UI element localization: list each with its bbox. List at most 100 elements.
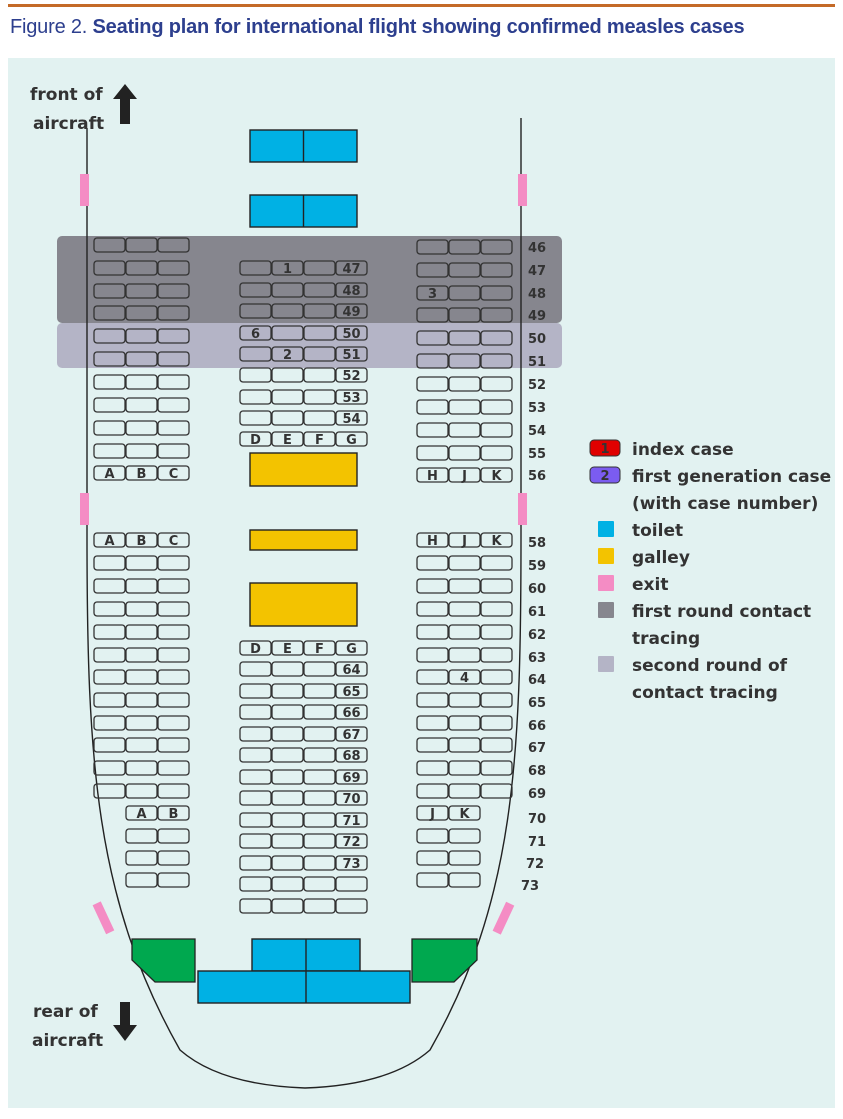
seat xyxy=(480,760,513,776)
seat xyxy=(335,260,368,276)
seat xyxy=(125,420,158,436)
seat xyxy=(303,683,336,699)
row-number: 52 xyxy=(528,378,546,393)
seat xyxy=(93,237,126,253)
seat xyxy=(416,467,449,483)
seat xyxy=(448,872,481,888)
seat-letter: C xyxy=(169,534,179,549)
seat xyxy=(303,661,336,677)
seat xyxy=(480,445,513,461)
seat xyxy=(125,283,158,299)
legend-label-first_round: first round contact xyxy=(632,602,811,622)
seat xyxy=(125,374,158,390)
seat xyxy=(303,389,336,405)
seat xyxy=(335,367,368,383)
seat xyxy=(448,737,481,753)
row-number: 49 xyxy=(342,305,360,320)
seat xyxy=(93,601,126,617)
seat xyxy=(125,578,158,594)
seat xyxy=(335,747,368,763)
exit-door xyxy=(492,901,515,935)
seat xyxy=(416,624,449,640)
seat xyxy=(416,715,449,731)
seat-letter: H xyxy=(427,534,438,549)
seat xyxy=(93,692,126,708)
seat xyxy=(303,431,336,447)
figure-number: Figure 2. xyxy=(10,16,88,38)
row-number: 72 xyxy=(526,857,544,872)
front-label-line2: aircraft xyxy=(33,114,104,134)
seat xyxy=(239,812,272,828)
case-number: 6 xyxy=(251,327,260,342)
seat xyxy=(157,783,190,799)
seat xyxy=(448,330,481,346)
galley xyxy=(249,452,358,487)
seat-letter: J xyxy=(461,534,467,549)
seat xyxy=(157,532,190,548)
seat xyxy=(448,399,481,415)
seat xyxy=(157,850,190,866)
legend-label-first_generation: (with case number) xyxy=(632,494,818,514)
seat-letter: E xyxy=(283,642,292,657)
seat xyxy=(239,260,272,276)
arrow-up-icon xyxy=(113,84,137,124)
row-number: 62 xyxy=(528,628,546,643)
seat xyxy=(93,715,126,731)
seat xyxy=(157,647,190,663)
seat xyxy=(157,760,190,776)
legend-label-exit: exit xyxy=(632,575,668,595)
seat xyxy=(448,285,481,301)
seat xyxy=(480,624,513,640)
seat xyxy=(125,351,158,367)
seat xyxy=(157,555,190,571)
legend-swatch-first_round xyxy=(598,602,614,618)
seat-letter: D xyxy=(250,642,261,657)
seat xyxy=(448,555,481,571)
seat-letter: B xyxy=(137,467,147,482)
seat xyxy=(125,465,158,481)
seat xyxy=(239,346,272,362)
seat xyxy=(335,726,368,742)
seat xyxy=(125,624,158,640)
seat xyxy=(93,420,126,436)
seat xyxy=(416,692,449,708)
seat xyxy=(335,282,368,298)
seat xyxy=(93,305,126,321)
seat xyxy=(93,283,126,299)
seat xyxy=(125,555,158,571)
seat xyxy=(480,783,513,799)
legend-label-second_round: second round of xyxy=(632,656,788,676)
seat-letter: C xyxy=(169,467,179,482)
seat-letter: E xyxy=(283,433,292,448)
seat xyxy=(271,898,304,914)
seat xyxy=(271,876,304,892)
seat xyxy=(239,683,272,699)
seat xyxy=(125,305,158,321)
seat xyxy=(480,422,513,438)
seat xyxy=(416,783,449,799)
row-number: 71 xyxy=(528,835,546,850)
seat xyxy=(480,669,513,685)
seat xyxy=(480,555,513,571)
seat xyxy=(448,353,481,369)
seat xyxy=(239,704,272,720)
seat-letter: B xyxy=(137,534,147,549)
exit-door xyxy=(80,493,89,525)
seat xyxy=(448,262,481,278)
seat xyxy=(271,303,304,319)
seat xyxy=(239,876,272,892)
seat xyxy=(335,303,368,319)
legend-swatch-second_round xyxy=(598,656,614,672)
seat xyxy=(157,328,190,344)
seat xyxy=(157,872,190,888)
seat xyxy=(448,578,481,594)
seat xyxy=(157,374,190,390)
seat xyxy=(125,647,158,663)
seat xyxy=(416,805,449,821)
seat xyxy=(271,410,304,426)
seat xyxy=(93,374,126,390)
seat-letter: K xyxy=(459,807,470,822)
seat xyxy=(157,692,190,708)
row-number: 73 xyxy=(521,879,539,894)
seat xyxy=(93,328,126,344)
